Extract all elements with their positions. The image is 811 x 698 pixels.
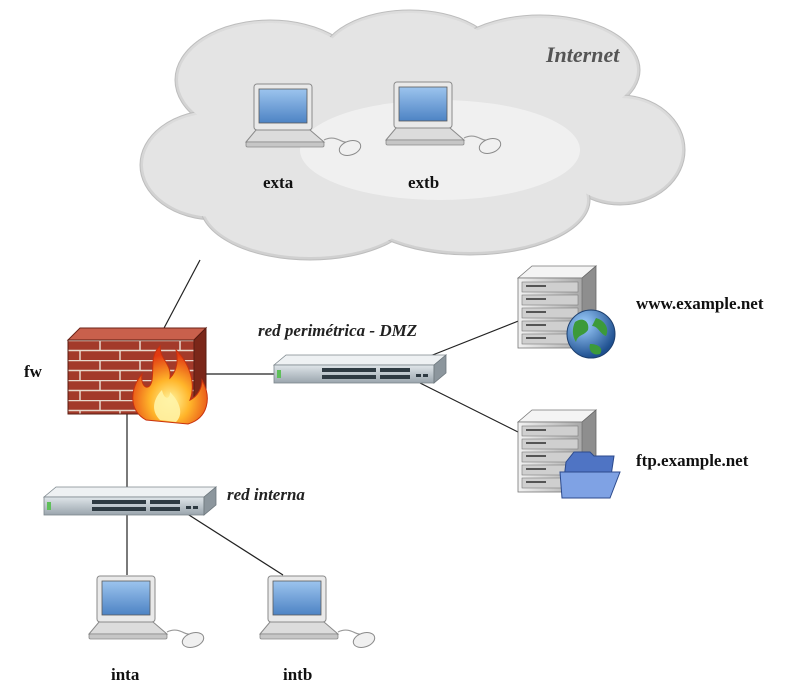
internal-label: red interna (227, 485, 305, 504)
firewall-icon (66, 326, 208, 425)
intb-label: intb (283, 665, 312, 684)
switch-icon-dmz (273, 354, 447, 384)
link-dmz-ftp (419, 382, 527, 437)
internet-label: Internet (545, 42, 620, 67)
folder-icon (559, 451, 621, 499)
www-label: www.example.net (636, 294, 764, 313)
inta-label: inta (111, 665, 140, 684)
globe-icon (566, 309, 616, 359)
ftp-label: ftp.example.net (636, 451, 749, 470)
laptop-icon-inta (88, 575, 207, 651)
internet-cloud: Internet (139, 9, 686, 261)
connection-lines (126, 259, 527, 576)
link-internal-intb (177, 507, 284, 576)
switch-icon-internal (43, 486, 217, 516)
extb-label: extb (408, 173, 439, 192)
laptop-icon-intb (259, 575, 378, 651)
exta-label: exta (263, 173, 294, 192)
link-fw-internet (162, 259, 201, 331)
dmz-label: red perimétrica - DMZ (258, 321, 417, 340)
fire-icon (132, 344, 208, 425)
fw-label: fw (24, 362, 43, 381)
link-dmz-www (419, 317, 527, 361)
